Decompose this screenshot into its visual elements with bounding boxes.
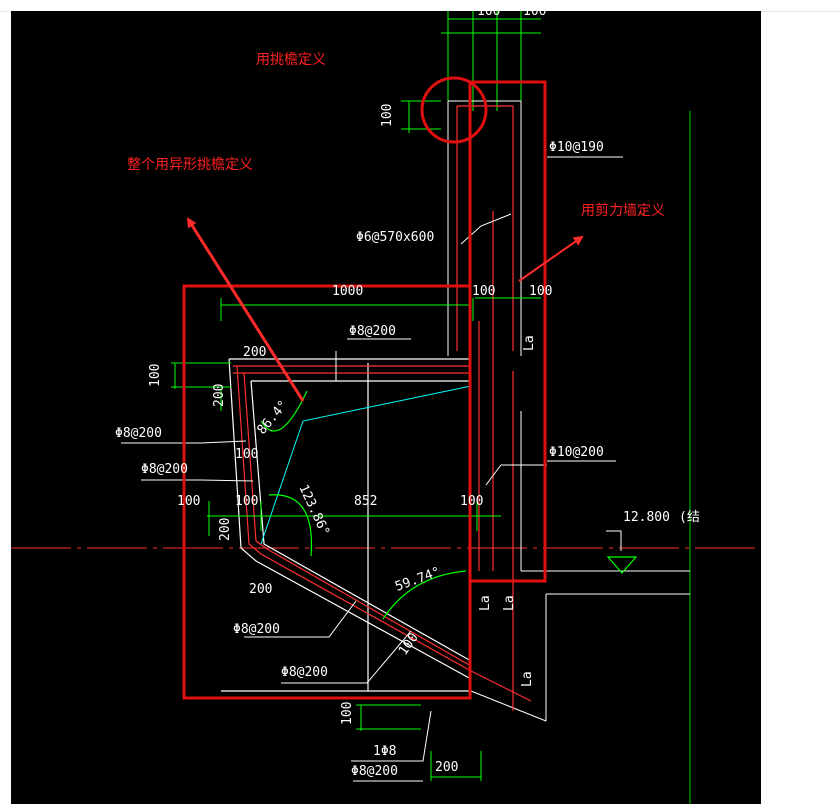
label-rebar-last: Φ8@200 bbox=[351, 764, 398, 779]
label-dim-200-bend: 200 bbox=[218, 518, 233, 541]
label-wall-100-left: 100 bbox=[472, 284, 495, 299]
eave-outline bbox=[221, 358, 472, 692]
label-rebar-wall2: Φ10@200 bbox=[549, 445, 604, 460]
arrow-shear-wall bbox=[518, 235, 584, 282]
label-la-4: La bbox=[520, 671, 535, 687]
highlight-box-shear-wall bbox=[468, 80, 547, 583]
label-rebar-left2: Φ8@200 bbox=[141, 462, 188, 477]
label-dim-852: 852 bbox=[354, 494, 377, 509]
annotation-shaped-eave: 整个用异形挑檐定义 bbox=[127, 157, 253, 173]
aux-cyan-lines bbox=[260, 385, 472, 545]
label-rebar-top: Φ8@200 bbox=[349, 324, 396, 339]
dimension-lines bbox=[171, 100, 541, 781]
wall-rebar bbox=[456, 105, 514, 711]
annotation-eave: 用挑檐定义 bbox=[256, 52, 326, 68]
label-top-100b: 100 bbox=[523, 11, 546, 19]
label-la-3: La bbox=[502, 595, 517, 611]
label-dim-200-low: 200 bbox=[249, 582, 272, 597]
label-dim-1000: 1000 bbox=[332, 284, 363, 299]
label-elev-note: (结 bbox=[679, 510, 700, 525]
angle-arcs bbox=[260, 390, 467, 620]
label-dim-100-left: 100 bbox=[148, 364, 163, 387]
cad-drawing: 用挑檐定义 整个用异形挑檐定义 用剪力墙定义 100 100 100 Φ10@1… bbox=[11, 11, 761, 804]
eave-rebar bbox=[233, 365, 532, 702]
label-rebar-bottom: Φ8@200 bbox=[281, 665, 328, 680]
label-rebar-slope: Φ8@200 bbox=[233, 622, 280, 637]
label-la-wall: La bbox=[522, 335, 537, 351]
label-dim-100-c: 100 bbox=[460, 494, 483, 509]
label-dim-200-left: 200 bbox=[212, 384, 227, 407]
label-rebar-1phi8: 1Φ8 bbox=[373, 744, 396, 759]
label-dim-100-vertical-top: 100 bbox=[380, 104, 395, 127]
label-dim-100-inner: 100 bbox=[235, 447, 258, 462]
elevation-marker-icon bbox=[606, 556, 638, 574]
label-rebar-tie: Φ6@570x600 bbox=[356, 230, 434, 245]
arrow-shaped-eave bbox=[186, 217, 305, 402]
annotation-shear-wall: 用剪力墙定义 bbox=[581, 203, 665, 219]
label-wall-100-right: 100 bbox=[529, 284, 552, 299]
highlight-circle-eave bbox=[420, 76, 488, 144]
label-top-100: 100 bbox=[477, 11, 500, 19]
label-rebar-wall: Φ10@190 bbox=[549, 140, 604, 155]
label-la-2: La bbox=[478, 595, 493, 611]
label-elev: 12.800 bbox=[623, 510, 670, 525]
label-dim-100-bottom-vertical: 100 bbox=[340, 702, 355, 725]
label-dim-100-a: 100 bbox=[177, 494, 200, 509]
label-rebar-left1: Φ8@200 bbox=[115, 426, 162, 441]
label-dim-200-bottom: 200 bbox=[435, 760, 458, 775]
leader-lines bbox=[121, 156, 623, 782]
label-dim-200-top: 200 bbox=[243, 345, 266, 360]
cad-background bbox=[11, 11, 761, 804]
label-dim-100-b: 100 bbox=[235, 494, 258, 509]
